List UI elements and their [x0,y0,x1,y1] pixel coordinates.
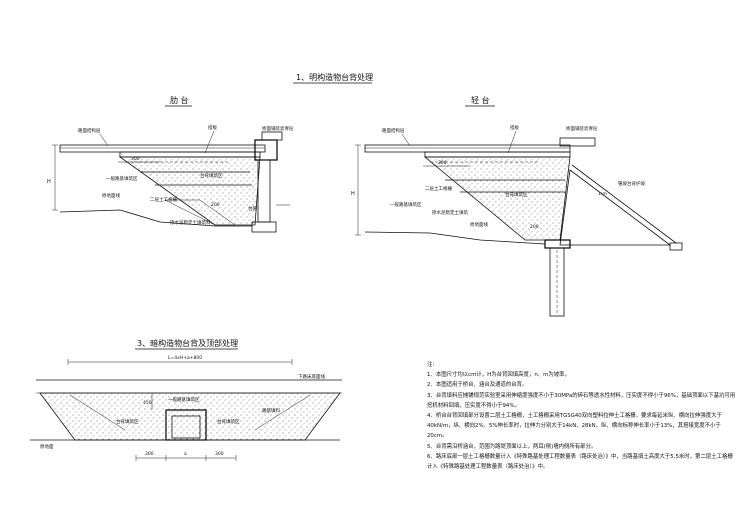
left-backfill-zone [120,157,260,225]
left-slab [119,151,261,158]
right-section: 轻 台 H 300 200 1:m 路面结 [351,95,683,317]
left-label-slab: 搭板 [208,124,217,131]
left-abutment-wall [257,159,271,223]
right-height-label: H [351,191,355,197]
left-dim-300: 300 [131,156,140,162]
right-pile [549,247,565,317]
culvert-length-label: L=4xH+a+800 [168,355,202,361]
right-slab [424,151,571,158]
left-section: 肋 台 H 300 200 路面结构层 [47,95,294,233]
right-pavement [364,144,571,153]
right-label-backfill: 台背填筑区 [505,191,528,198]
right-label-geogrid: 二层土工格栅 [425,185,452,192]
right-label-cement-soil: 掺水泥稳定土填筑 [432,209,468,216]
left-ground-line [59,209,252,227]
culvert-label-subgrade: 一般路基填筑区 [168,396,200,403]
culvert-dim-450: 450 [143,400,152,406]
culvert-label-backfill-left: 台背填筑区 [116,418,139,425]
note-item-6: 6、路床底部一层土工格栅数量计入《特殊路基处理工程数量表（路床处治）》中，当路基… [427,453,733,471]
culvert-dim-left: 300 [145,451,154,457]
right-label-pavement: 路面结构层 [382,127,405,134]
culvert-label-bottom-line: 下路床底面线 [298,373,325,380]
left-height-label: H [47,179,51,185]
right-backfill-zone [425,157,570,240]
left-label-ground: 原地面线 [102,192,120,199]
culvert-dim-mid: a [184,452,187,457]
note-item-5: 5、台背需沿桥涵台，范围为路堤顶面以上，两耳(侧)墙内侧所有部分。 [427,443,597,450]
right-label-subgrade: 一般路基填筑区 [390,201,422,208]
culvert-opening [171,415,201,439]
culvert-section: 3、暗构造物台背及顶部处理 L=4xH+a+800 下路床底面线 450 300… [30,338,342,461]
left-label-subgrade: 一般路基填筑区 [106,175,138,182]
culvert-label-fill-material: 路基填料 [262,407,280,414]
left-label-backfill: 台背填筑区 [200,172,223,179]
right-label-slope-protection: 锥坡台背护坡 [618,180,645,187]
right-dim-200: 200 [530,224,539,230]
right-label-slab: 搭板 [510,124,519,131]
right-bridge-deck [559,137,596,147]
note-item-2: 2、本图适用于桥台、涵台及通道的台背。 [427,382,528,389]
right-label-bridge-deck: 桥面铺装沥青砼 [566,125,598,132]
main-title: 1、明构造物台背处理 [296,72,373,82]
right-slope-protection [559,169,672,246]
culvert-label-backfill-right: 台背填筑区 [217,418,240,425]
culvert-section-title: 3、暗构造物台背及顶部处理 [137,338,238,348]
left-label-pavement: 路面结构层 [78,127,101,134]
left-bridge-deck [261,131,283,141]
left-label-cement-soil: 掺水泥稳定土填筑料 [170,219,211,226]
culvert-backfill-zone [40,393,340,440]
left-label-geogrid: 二层土工格栅 [150,196,177,203]
culvert-dim-right: 300 [215,451,224,457]
left-label-bridge-deck: 桥面铺装沥青砼 [262,125,294,132]
right-section-title: 轻 台 [471,95,490,105]
culvert-label-ground: 原地面 [40,443,54,450]
right-ground-line [364,231,546,245]
left-label-abutment: 台帽 [248,205,257,212]
left-footing [251,221,277,233]
right-slope-toe [669,242,683,251]
notes-title: 注: [427,362,435,368]
right-dim-300: 300 [438,160,447,166]
left-cement-soil-zone [164,199,236,226]
note-item-4: 4、桥台台背回填部分设置二层土工格栅，土工格栅采用TGSG40双向塑料拉伸土工格… [427,413,722,440]
right-label-ground: 原地面线 [470,221,488,228]
left-section-title: 肋 台 [170,95,189,105]
left-pavement [59,144,266,153]
note-item-3: 3、台背填料应摊铺规范实验室采用伸缩度强度不小于30MPa的碎石等透水性材料，压… [427,392,736,409]
left-dim-200: 200 [211,202,220,208]
right-slope-ratio: 1:m [598,191,607,197]
right-abutment-cap [544,239,571,249]
note-item-1: 1、本图尺寸均以cm计，H为台背回填高度，n、m为坡率。 [427,372,570,379]
notes-block: 注: 1、本图尺寸均以cm计，H为台背回填高度，n、m为坡率。 2、本图适用于桥… [427,360,737,472]
